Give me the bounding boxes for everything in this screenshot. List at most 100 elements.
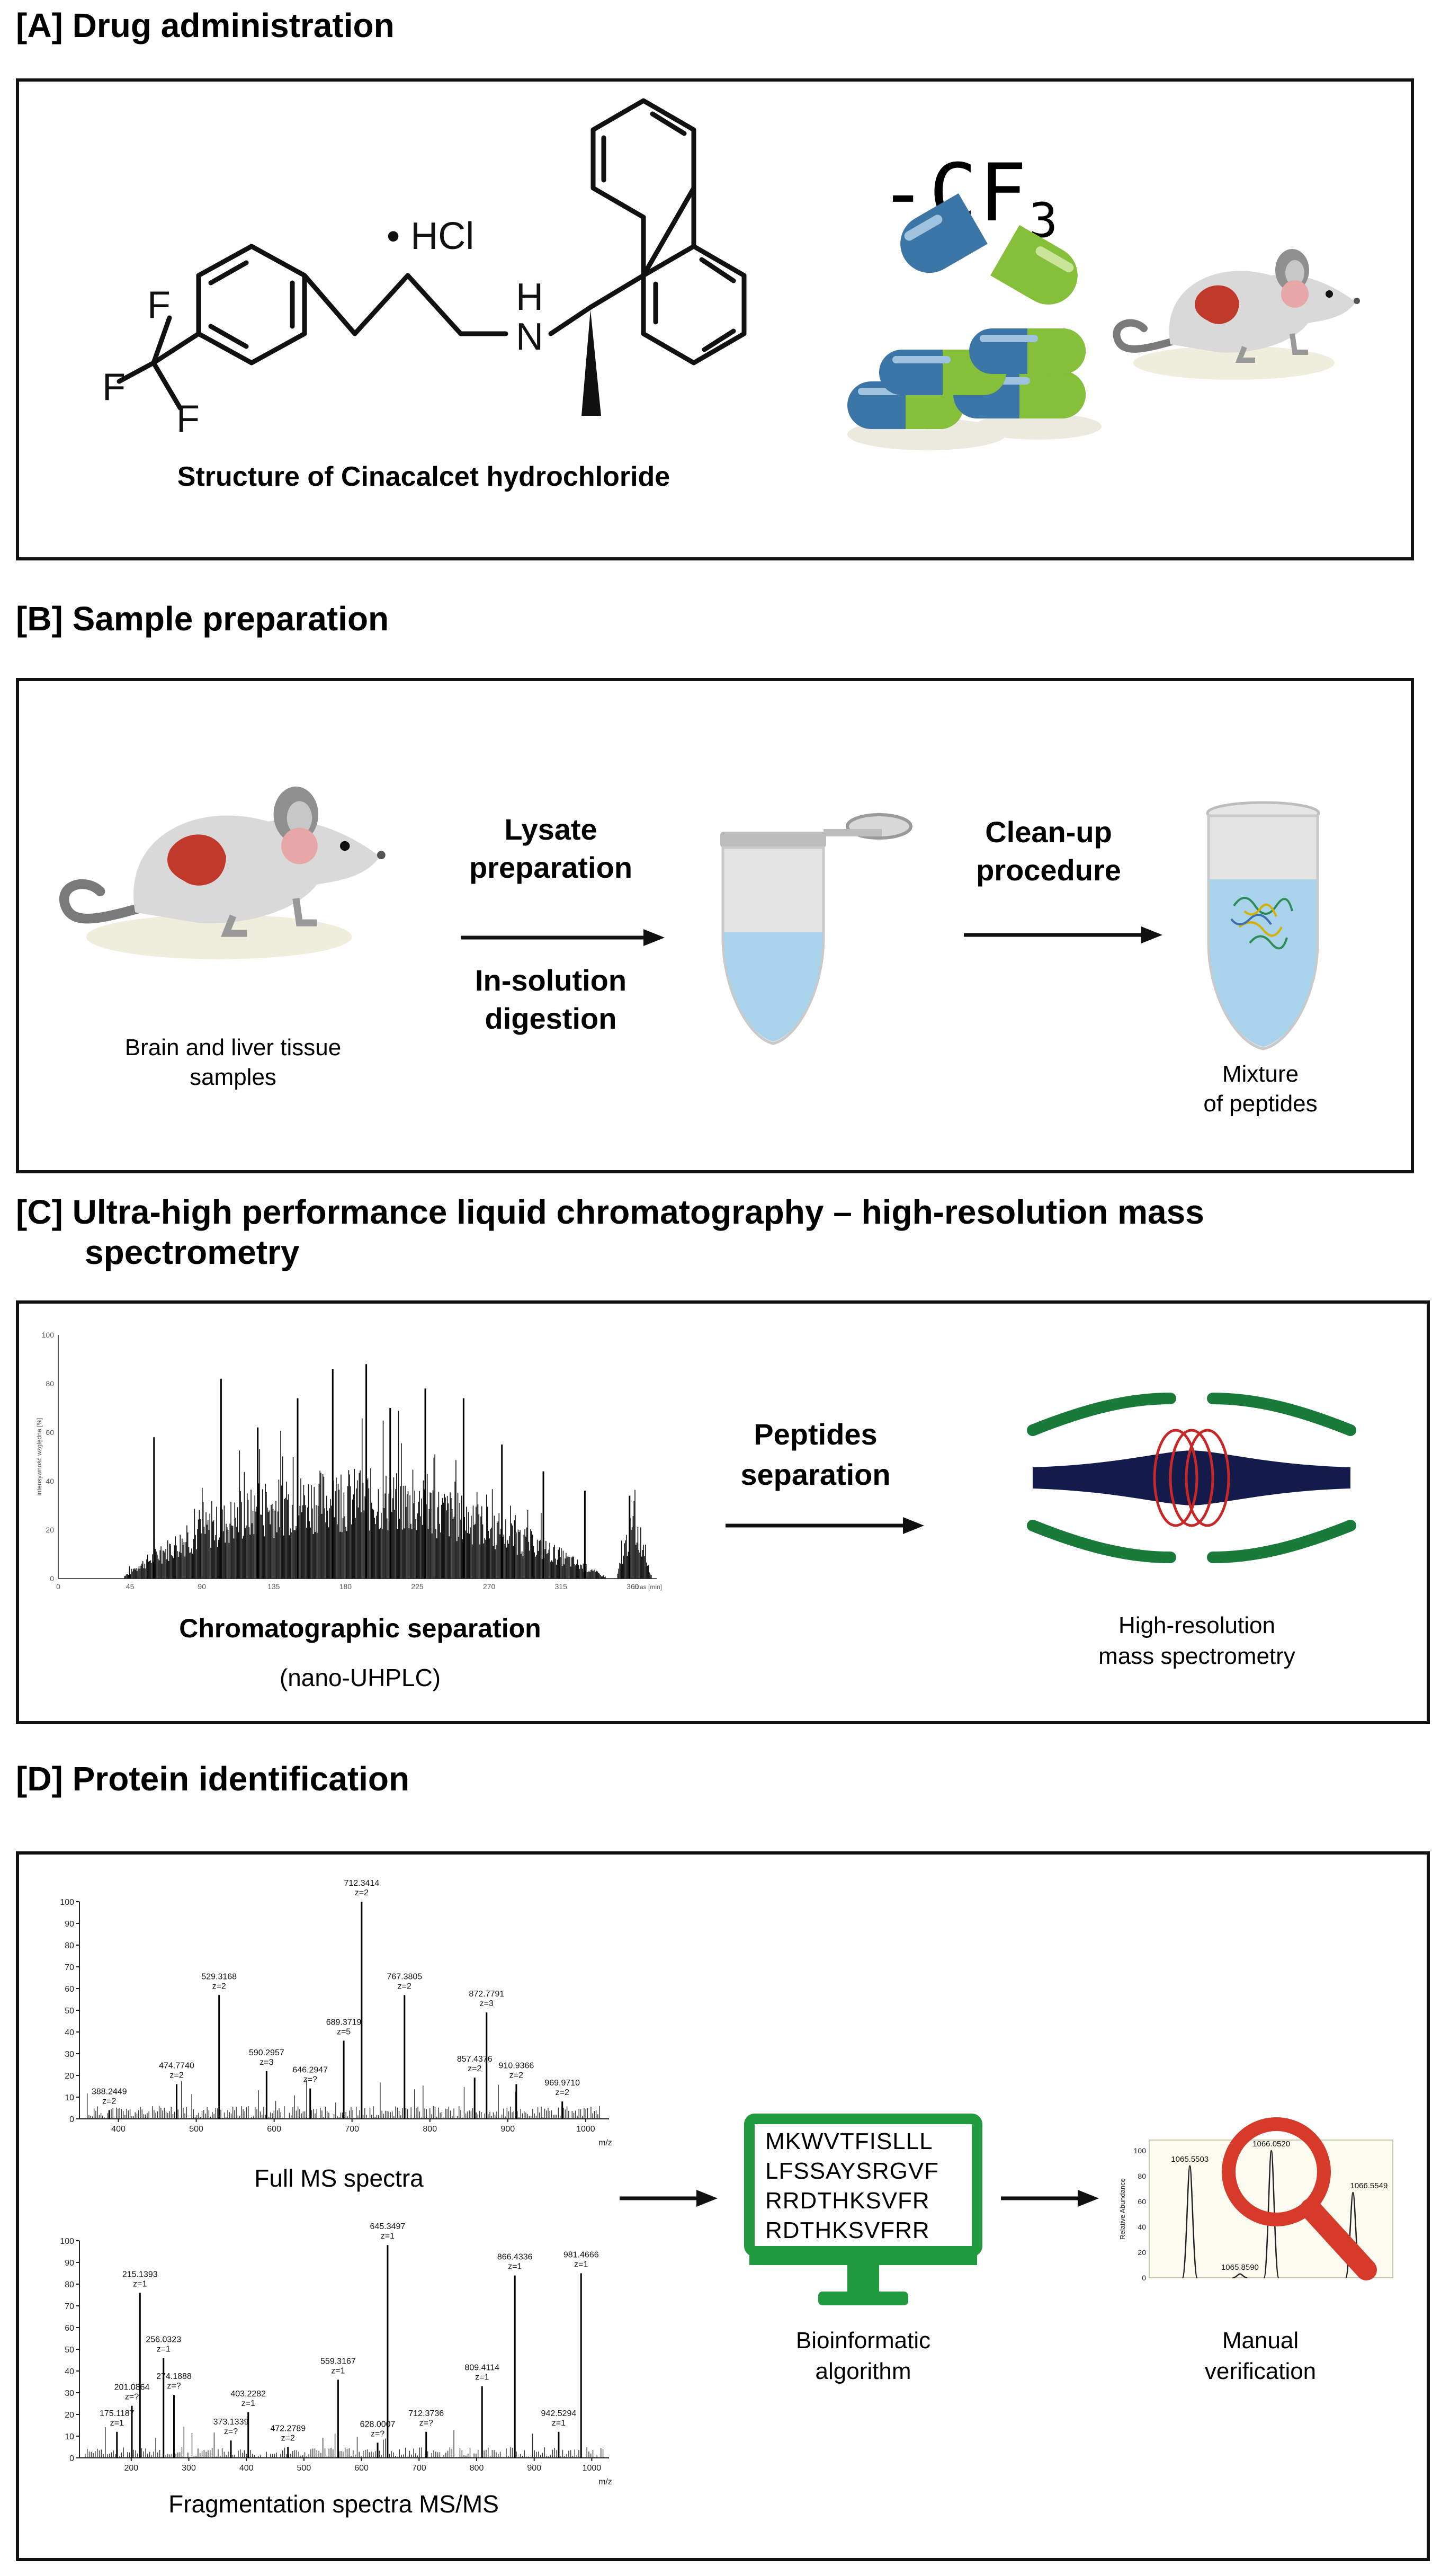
y-tick-label: 60	[1138, 2197, 1146, 2206]
y-tick-label: 20	[65, 2411, 74, 2420]
y-tick-label: 0	[69, 2115, 74, 2124]
isotope-label: 1065.8590	[1221, 2263, 1259, 2272]
y-tick-label: 70	[65, 1963, 74, 1972]
y-tick-label: 80	[65, 2280, 74, 2289]
x-tick-label: 800	[470, 2464, 484, 2473]
x-tick-label: 300	[182, 2464, 196, 2473]
x-tick-label: 1000	[583, 2464, 602, 2473]
x-tick-label: 400	[111, 2125, 126, 2134]
peak-label: 712.3736	[408, 2409, 444, 2418]
peak-charge: z=2	[169, 2071, 183, 2080]
peak-charge: z=2	[468, 2064, 481, 2073]
cinacalcet-structure: F F F H N • HCl	[102, 98, 747, 440]
peak-label: 646.2947	[292, 2066, 328, 2075]
section-d-title: [D] Protein identification	[16, 1760, 410, 1798]
y-tick-label: 60	[65, 1985, 74, 1994]
chromatography-subcaption: (nano-UHPLC)	[279, 1664, 441, 1691]
sequence-line: MKWVTFISLLL	[765, 2128, 933, 2154]
arrow-b1	[461, 929, 665, 946]
peak-charge: z=2	[398, 1982, 411, 1991]
sequence-line: RRDTHKSVFR	[765, 2188, 930, 2214]
y-tick-label: 60	[46, 1428, 54, 1437]
x-tick-label: 1000	[576, 2125, 595, 2134]
y-tick-label: 80	[1138, 2172, 1146, 2180]
cinacalcet-caption: Structure of Cinacalcet hydrochloride	[177, 461, 670, 492]
peak-charge: z=2	[355, 1888, 369, 1897]
isotope-label: 1066.0520	[1252, 2140, 1290, 2149]
peak-label: 767.3805	[387, 1972, 422, 1981]
y-axis-label: intensywność względna [%]	[35, 1418, 43, 1496]
peak-charge: z=3	[259, 2058, 273, 2067]
x-tick-label: 500	[189, 2125, 203, 2134]
peak-label: 175.1187	[100, 2409, 135, 2418]
y-tick-label: 0	[50, 1574, 54, 1583]
peak-label: 373.1339	[213, 2418, 249, 2427]
x-axis-label: m/z	[598, 2138, 612, 2147]
arrow-d2	[1001, 2190, 1099, 2207]
y-axis-label: Relative Abundance	[1118, 2178, 1126, 2240]
mouse-icon-a	[1113, 249, 1360, 380]
peak-charge: z=1	[508, 2262, 522, 2271]
y-tick-label: 90	[65, 2259, 74, 2268]
arrow-c	[726, 1517, 924, 1534]
sequence-line: RDTHKSVFRR	[765, 2217, 930, 2243]
peak-label: 689.3719	[326, 2018, 362, 2027]
y-tick-label: 80	[46, 1379, 54, 1388]
peak-label: 866.4336	[497, 2253, 533, 2262]
peak-charge: z=?	[167, 2382, 181, 2391]
peptide-tube-icon	[1206, 801, 1320, 1050]
x-tick-label: 200	[124, 2464, 138, 2473]
x-tick-label: 360	[626, 1582, 639, 1591]
capsules-icon	[847, 193, 1102, 450]
peak-label: 645.3497	[370, 2222, 406, 2231]
y-tick-label: 100	[60, 1898, 74, 1907]
peak-charge: z=2	[212, 1982, 226, 1991]
atom-n: N	[516, 316, 543, 358]
peak-label: 474.7740	[159, 2061, 194, 2070]
sequence-text: MKWVTFISLLL LFSSAYSRGVF RRDTHKSVFR RDTHK…	[765, 2127, 961, 2245]
peak-charge: z=1	[133, 2279, 147, 2288]
x-tick-label: 135	[267, 1582, 280, 1591]
y-tick-label: 40	[65, 2028, 74, 2037]
full-ms-caption: Full MS spectra	[254, 2164, 424, 2192]
x-tick-label: 600	[354, 2464, 369, 2473]
peak-charge: z=1	[331, 2366, 345, 2375]
x-tick-label: 225	[411, 1582, 424, 1591]
peak-label: 590.2957	[249, 2048, 284, 2057]
y-tick-label: 40	[46, 1477, 54, 1485]
peak-charge: z=1	[241, 2399, 255, 2408]
y-tick-label: 80	[65, 1941, 74, 1950]
peak-label: 201.0864	[114, 2383, 150, 2392]
peak-charge: z=5	[337, 2027, 351, 2036]
x-tick-label: 900	[527, 2464, 541, 2473]
y-tick-label: 50	[65, 2007, 74, 2016]
y-tick-label: 40	[1138, 2223, 1146, 2231]
peak-label: 215.1393	[122, 2270, 158, 2279]
y-tick-label: 20	[1138, 2248, 1146, 2257]
y-tick-label: 0	[1142, 2274, 1146, 2282]
isotope-peak	[1232, 2273, 1248, 2279]
x-tick-label: 600	[267, 2125, 281, 2134]
atom-f2: F	[102, 366, 126, 408]
peak-charge: z=?	[303, 2075, 317, 2084]
y-tick-label: 60	[65, 2324, 74, 2333]
atom-f3: F	[176, 398, 200, 440]
peak-charge: z=?	[371, 2429, 384, 2438]
atom-f1: F	[147, 284, 171, 326]
y-tick-label: 100	[60, 2237, 74, 2246]
y-tick-label: 50	[65, 2346, 74, 2355]
peak-label: 388.2449	[92, 2088, 127, 2097]
y-tick-label: 0	[69, 2454, 74, 2463]
isotope-peak	[1263, 2150, 1279, 2279]
y-tick-label: 10	[65, 2093, 74, 2102]
arrow-d1	[620, 2190, 718, 2207]
y-tick-label: 40	[65, 2367, 74, 2376]
